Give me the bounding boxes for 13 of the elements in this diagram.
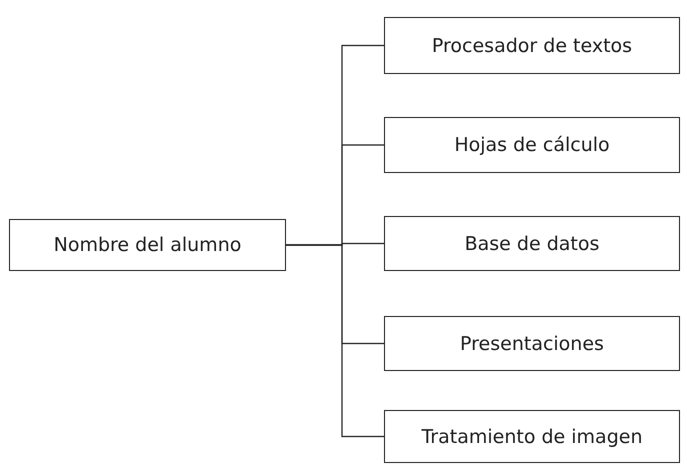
node-label: Nombre del alumno [54, 234, 242, 256]
node-label: Procesador de textos [432, 34, 632, 56]
text-box [384, 410, 680, 463]
text-box [384, 316, 680, 371]
connector-line [286, 244, 384, 438]
node-label: Tratamiento de imagen [421, 426, 642, 448]
text-box [384, 216, 680, 271]
node-label: Presentaciones [460, 332, 604, 354]
node-label: Base de datos [464, 232, 600, 254]
text-box [384, 117, 680, 173]
text-box [9, 219, 286, 271]
node-label: Hojas de cálculo [454, 134, 610, 156]
text-box [384, 17, 680, 74]
